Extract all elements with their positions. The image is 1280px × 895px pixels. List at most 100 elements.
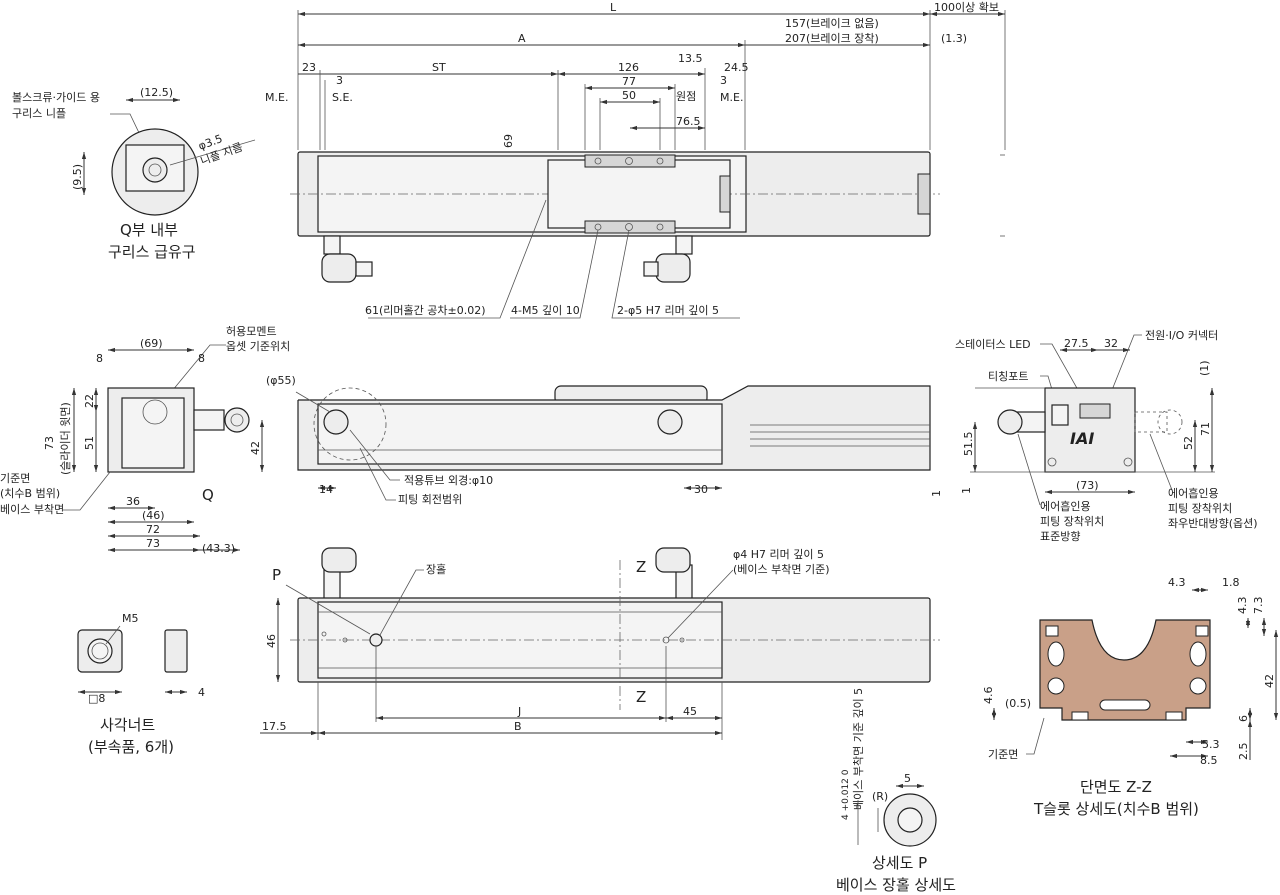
ev-ref1: 기준면 <box>0 472 30 485</box>
sz-dim-42: 42 <box>1263 674 1276 688</box>
dim-23: 23 <box>302 61 316 74</box>
nut-d4: 4 <box>198 686 205 699</box>
sz-dim-85: 8.5 <box>1200 754 1218 767</box>
rv-air2c: 좌우반대방향(옵션) <box>1168 517 1258 530</box>
ev-moment1: 허용모멘트 <box>226 325 277 338</box>
dim-clearance: 100이상 확보 <box>934 1 999 14</box>
ev-dim-36: 36 <box>126 495 140 508</box>
bv-reamer1: φ4 H7 리머 깊이 5 <box>733 548 824 561</box>
ev-label-q: Q <box>202 486 214 504</box>
sz-dim-43: 4.3 <box>1168 576 1186 589</box>
bv-dim-175: 17.5 <box>262 720 287 733</box>
dim-no-brake: 157(브레이크 없음) <box>785 17 879 30</box>
q-title2: 구리스 급유구 <box>108 243 196 261</box>
nut-sq8: □8 <box>88 692 105 705</box>
rv-status-led: 스테이터스 LED <box>955 338 1031 351</box>
rv-air1b: 피팅 장착위치 <box>1040 515 1104 528</box>
callout-reamer-pitch: 61(리머홀간 공차±0.02) <box>365 304 486 317</box>
ev-dim-51: 51 <box>83 436 96 450</box>
q-dim-95: (9.5) <box>71 164 84 190</box>
ev-dim-73v: 73 <box>43 436 56 450</box>
sz-dim-18: 1.8 <box>1222 576 1240 589</box>
ev-dim-433: (43.3) <box>202 542 235 555</box>
motor-fins <box>750 424 930 447</box>
label-origin: 원점 <box>676 90 696 103</box>
p-title1: 상세도 P <box>872 854 927 872</box>
q-title1: Q부 내부 <box>120 221 178 239</box>
detail-p: 베이스 부착면 기준 깊이 5 4 +0.012 0 5 (R) 상세도 P 베… <box>836 688 956 894</box>
section-z: 4.3 1.8 4.3 7.3 42 4.6 (0.5) 기준면 6 5.3 8… <box>982 576 1279 818</box>
dim-69-top: 69 <box>502 134 515 148</box>
label-ME-right: M.E. <box>720 91 743 104</box>
rv-dim-73: (73) <box>1076 479 1099 492</box>
bv-label-p: P <box>272 566 281 584</box>
dim-77: 77 <box>622 75 636 88</box>
dim-50: 50 <box>622 89 636 102</box>
callout-m5: 4-M5 깊이 10 <box>511 304 580 317</box>
sz-dim-25: 2.5 <box>1237 743 1250 761</box>
sz-title2: T슬롯 상세도(치수B 범위) <box>1033 800 1199 818</box>
nut-m5: M5 <box>122 612 139 625</box>
sz-dim-05: (0.5) <box>1005 697 1031 710</box>
p-title2: 베이스 장홀 상세도 <box>836 876 956 894</box>
dim-3b: 3 <box>720 74 727 87</box>
sv-tube: 적용튜브 외경:φ10 <box>404 474 493 487</box>
sv-dim-14: 14 <box>319 483 333 496</box>
ev-slider-top: (슬라이더 윗면) <box>59 402 72 475</box>
ev-moment2: 옵셋 기준위치 <box>226 340 290 353</box>
sz-dim-46: 4.6 <box>982 687 995 705</box>
rv-dim-71: 71 <box>1199 422 1212 436</box>
q-nipple-label2: 구리스 니플 <box>12 107 66 120</box>
rv-dim-515: 51.5 <box>962 432 975 457</box>
rv-dim-52: 52 <box>1182 436 1195 450</box>
sz-dim-73v: 7.3 <box>1252 597 1265 615</box>
bv-z-bottom: Z <box>636 688 646 706</box>
rv-air2b: 피팅 장착위치 <box>1168 502 1232 515</box>
sz-dim-53: 5.3 <box>1202 738 1220 751</box>
ev-dim-73: 73 <box>146 537 160 550</box>
q-dim-125: (12.5) <box>140 86 173 99</box>
nut-title1: 사각너트 <box>100 716 155 734</box>
sz-dim-6: 6 <box>1237 715 1250 722</box>
sz-dim-43v: 4.3 <box>1236 597 1249 615</box>
bv-dim-45: 45 <box>683 705 697 718</box>
sv-dim-30: 30 <box>694 483 708 496</box>
bottom-view: P 장홀 Z Z φ4 H7 리머 깊이 5 (베이스 부착면 기준) 46 1… <box>260 547 940 740</box>
callout-reamer: 2-φ5 H7 리머 깊이 5 <box>617 304 719 317</box>
sv-fitting: 피팅 회전범위 <box>398 493 462 506</box>
rv-dim-1: (1) <box>1198 360 1211 376</box>
label-ME-left: M.E. <box>265 91 288 104</box>
bv-dim-B: B <box>514 720 522 733</box>
p-tol: 4 +0.012 0 <box>841 769 851 820</box>
square-nut: M5 □8 4 사각너트 (부속품, 6개) <box>77 612 205 756</box>
sv-dim-1: 1 <box>930 490 943 497</box>
bv-z-top: Z <box>636 558 646 576</box>
ev-dim-42: 42 <box>249 441 262 455</box>
bv-dim-J: J <box>517 705 521 718</box>
rv-dim-1b: 1 <box>960 487 973 494</box>
ev-dim-46: (46) <box>142 509 165 522</box>
ev-dim-72: 72 <box>146 523 160 536</box>
top-view: L 100이상 확보 A 157(브레이크 없음) 207(브레이크 장착) (… <box>265 1 1006 319</box>
nut-title2: (부속품, 6개) <box>88 738 174 756</box>
side-view: (φ55) 적용튜브 외경:φ10 피팅 회전범위 14 30 1 <box>266 374 943 506</box>
bv-reamer2: (베이스 부착면 기준) <box>733 563 830 576</box>
p-depth: 베이스 부착면 기준 깊이 5 <box>852 688 865 810</box>
p-r: (R) <box>872 790 888 803</box>
ev-ref2: (치수B 범위) <box>0 487 60 500</box>
rv-tching: 티칭포트 <box>988 370 1028 383</box>
p-dim-5: 5 <box>904 772 911 785</box>
dim-765: 76.5 <box>676 115 701 128</box>
right-end-view: 스테이터스 LED 전원·I/O 커넥터 27.5 32 (1) 티칭포트 IA… <box>955 329 1258 543</box>
sv-phi55: (φ55) <box>266 374 296 387</box>
dim-with-brake: 207(브레이크 장착) <box>785 32 879 45</box>
dim-135: 13.5 <box>678 52 703 65</box>
rv-air1a: 에어흡인용 <box>1040 499 1091 513</box>
rv-power-io: 전원·I/O 커넥터 <box>1145 329 1218 342</box>
bv-hole: 장홀 <box>426 563 446 576</box>
dim-126: 126 <box>618 61 639 74</box>
detail-q: 볼스크류·가이드 용 구리스 니플 (12.5) (9.5) φ3.5 니플 지… <box>12 86 256 261</box>
rv-air1c: 표준방향 <box>1040 530 1080 543</box>
ev-dim-8b: 8 <box>198 352 205 365</box>
